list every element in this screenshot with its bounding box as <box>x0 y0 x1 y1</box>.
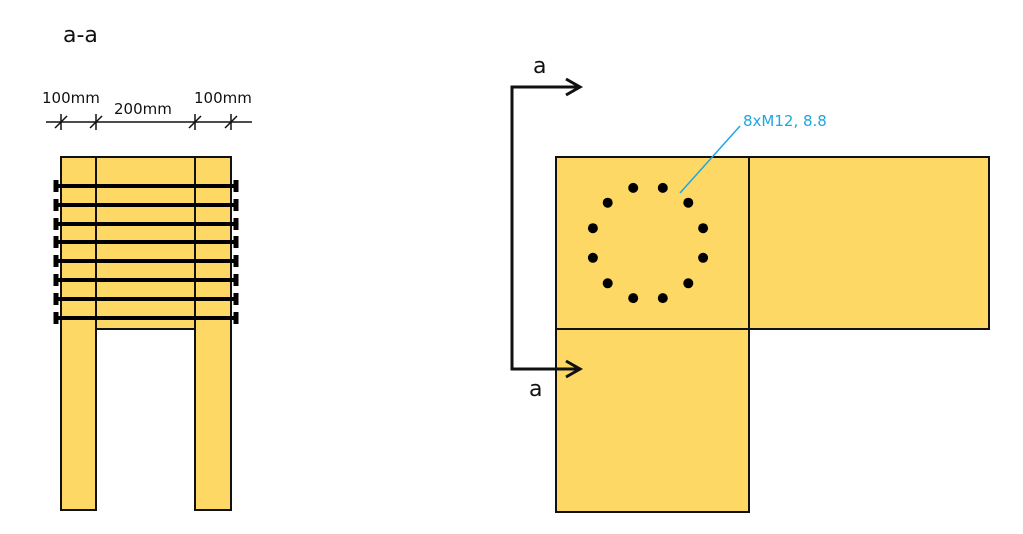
section-view <box>53 156 239 511</box>
bolt-hole <box>628 293 639 304</box>
vertical-post <box>555 328 750 513</box>
left-post <box>60 156 97 511</box>
dimension-line: 100mm 200mm 100mm <box>42 89 252 130</box>
dimension-right: 100mm <box>194 89 252 107</box>
dimension-left: 100mm <box>42 89 100 107</box>
bolt-hole <box>587 252 598 263</box>
bolt-hole <box>683 197 694 208</box>
bolt-annotation: 8xM12, 8.8 <box>679 112 827 194</box>
cut-label-bottom: a <box>529 377 542 402</box>
section-bolt <box>53 293 239 305</box>
section-bolt <box>53 199 239 211</box>
section-bolt <box>53 218 239 230</box>
bolt-hole <box>657 293 668 304</box>
section-bolt <box>53 274 239 286</box>
section-bolt <box>53 236 239 248</box>
section-bolt <box>53 312 239 324</box>
bolt-hole <box>683 278 694 289</box>
bolt-hole <box>587 223 598 234</box>
joint-block <box>555 156 750 330</box>
bolt-hole <box>602 278 613 289</box>
right-post <box>194 156 232 511</box>
plan-view <box>555 156 990 513</box>
section-bolts <box>53 180 239 324</box>
section-bolt <box>53 180 239 192</box>
bolt-hole <box>602 197 613 208</box>
bolt-hole <box>657 182 668 193</box>
horizontal-beam <box>748 156 990 330</box>
bolt-hole <box>628 182 639 193</box>
bolt-spec-label: 8xM12, 8.8 <box>743 112 827 130</box>
section-cut-marker: a a <box>510 54 584 402</box>
cut-label-top: a <box>533 54 546 79</box>
bolt-hole <box>698 252 709 263</box>
dimension-middle: 200mm <box>114 100 172 118</box>
bolt-hole <box>698 223 709 234</box>
bolt-ring <box>587 182 709 304</box>
section-title: a-a <box>63 23 98 48</box>
section-bolt <box>53 255 239 267</box>
